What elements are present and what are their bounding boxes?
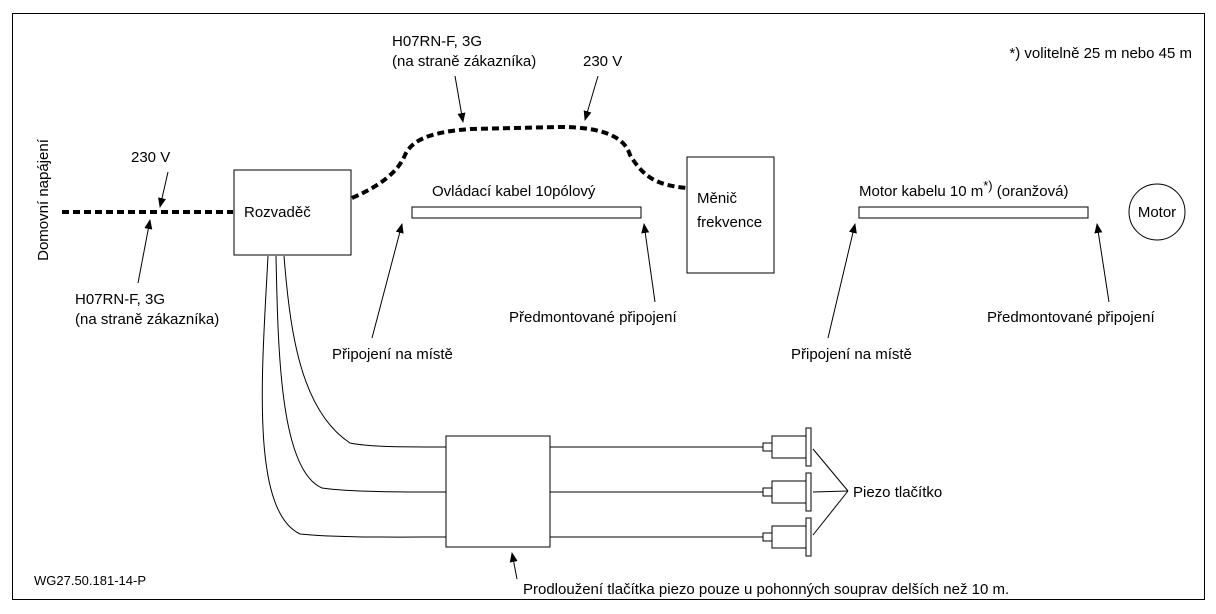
piezo-cable-2	[275, 255, 447, 493]
piezo-extension-box	[445, 435, 551, 548]
motor-cable	[858, 206, 1089, 219]
premounted-left-arrow	[641, 223, 656, 303]
cable-top-spec-line1: H07RN-F, 3G	[392, 33, 482, 50]
inverter-label-line1: Měnič	[697, 190, 738, 207]
piezo-cable-1	[283, 255, 447, 448]
cable-left-spec-line1: H07RN-F, 3G	[75, 291, 165, 308]
onsite-right-arrow	[827, 223, 857, 339]
piezo-button-1	[762, 427, 812, 467]
voltage-top-arrow	[583, 75, 599, 121]
switchboard-label: Rozvaděč	[244, 204, 311, 221]
piezo-button-2	[762, 472, 812, 512]
onsite-left-arrow	[371, 223, 404, 339]
diagram-frame	[12, 13, 1205, 600]
inverter-label-line2: frekvence	[697, 214, 762, 231]
onsite-right-label: Připojení na místě	[791, 346, 912, 363]
premounted-right-arrow	[1094, 223, 1110, 303]
onsite-left-label: Připojení na místě	[332, 346, 453, 363]
piezo-button-3	[762, 517, 812, 557]
frequency-inverter-box	[686, 156, 775, 274]
piezo-button-label: Piezo tlačítko	[853, 484, 942, 501]
optional-length-note: *) volitelně 25 m nebo 45 m	[1009, 45, 1192, 62]
cable-left-spec-line2: (na straně zákazníka)	[75, 311, 219, 328]
motor-circle	[1128, 183, 1186, 241]
cable-left-arrow	[137, 219, 153, 284]
voltage-top-label: 230 V	[583, 53, 622, 70]
control-cable	[411, 206, 642, 219]
voltage-left-label: 230 V	[131, 149, 170, 166]
extension-note: Prodloužení tlačítka piezo pouze u pohon…	[523, 581, 1009, 598]
switchboard-box	[233, 169, 352, 256]
piezo-pointer-2	[812, 490, 849, 493]
premounted-left-label: Předmontované připojení	[509, 309, 677, 326]
extension-note-arrow	[509, 552, 518, 580]
control-cable-label: Ovládací kabel 10pólový	[432, 183, 596, 200]
motor-cable-label: Motor kabelu 10 m*) (oranžová)	[859, 178, 1069, 200]
cable-top-arrow	[454, 75, 466, 123]
inverter-supply-cable	[351, 124, 687, 200]
voltage-left-arrow	[158, 171, 169, 208]
motor-label: Motor	[1138, 204, 1176, 221]
house-supply-label: Domovní napájení	[35, 138, 52, 261]
piezo-cable-3	[261, 255, 447, 538]
premounted-right-label: Předmontované připojení	[987, 309, 1155, 326]
figure-code: WG27.50.181-14-P	[34, 573, 146, 588]
piezo-pointer-1	[812, 448, 849, 492]
cable-top-spec-line2: (na straně zákazníka)	[392, 53, 536, 70]
piezo-pointer-3	[812, 490, 849, 536]
